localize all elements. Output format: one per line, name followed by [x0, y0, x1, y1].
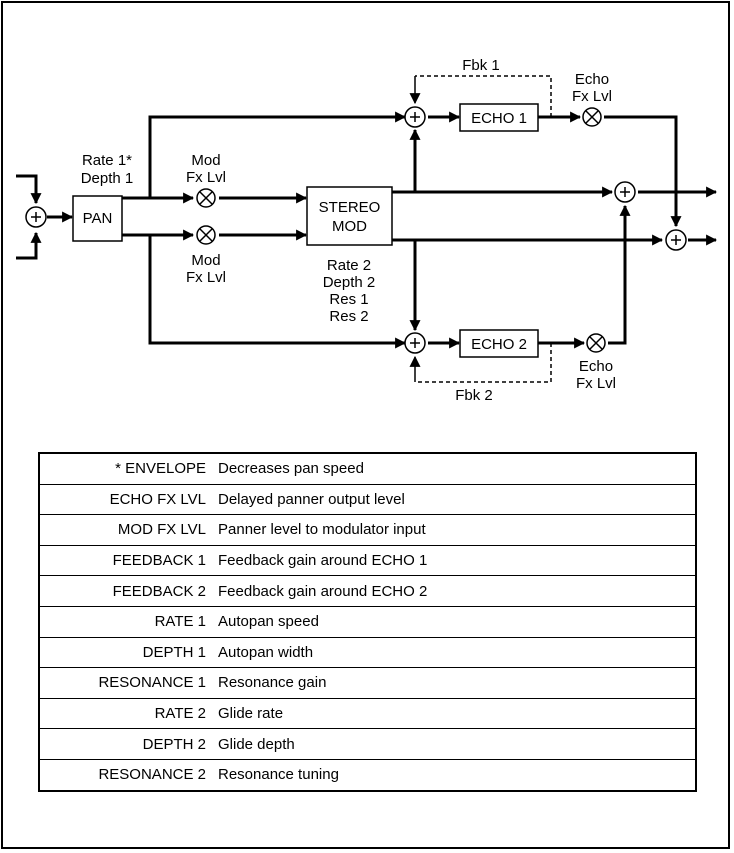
- mod-top-label-1: Mod: [191, 152, 220, 169]
- parameter-name: RESONANCE 2: [39, 758, 218, 791]
- pan-label: PAN: [83, 210, 113, 227]
- depth1-label: Depth 1: [81, 170, 134, 187]
- parameter-description: Resonance tuning: [218, 758, 696, 791]
- stereo-mod-label-1: STEREO: [319, 199, 381, 216]
- table-row: * ENVELOPE Decreases pan speed: [39, 453, 696, 484]
- echo-top-label-2: Fx Lvl: [572, 88, 612, 105]
- echo2-label: ECHO 2: [471, 336, 527, 353]
- parameter-name: DEPTH 1: [39, 636, 218, 668]
- parameter-name: MOD FX LVL: [39, 514, 218, 546]
- input-wire-top: [16, 174, 42, 205]
- pan-block: [72, 195, 123, 242]
- fbk2-label: Fbk 2: [455, 387, 493, 404]
- parameter-name: ECHO FX LVL: [39, 483, 218, 515]
- stereo-param-res2: Res 2: [329, 308, 368, 325]
- parameter-name: RATE 1: [39, 605, 218, 638]
- feedback-loop-2: [415, 343, 552, 383]
- wire-echo1-vca-to-out-summer2: [604, 115, 682, 228]
- mod-bottom-label-1: Mod: [191, 252, 220, 269]
- parameter-description: Feedback gain around ECHO 1: [218, 544, 696, 576]
- echo2-summer-icon: [404, 332, 426, 354]
- echo2-block: [459, 329, 539, 358]
- echo-top-label-1: Echo: [575, 71, 609, 88]
- parameter-description: Panner level to modulator input: [218, 514, 696, 546]
- wire-pan-to-echo1-summer: [148, 111, 407, 198]
- echo-bottom-label-1: Echo: [579, 358, 613, 375]
- parameter-description: Resonance gain: [218, 667, 696, 699]
- echo1-block: [459, 103, 539, 132]
- signal-flow-diagram: PAN STEREO MOD ECHO 1 ECHO 2 Rate 1* Dep…: [16, 57, 718, 404]
- parameter-description: Delayed panner output level: [218, 483, 696, 515]
- parameter-description: Autopan speed: [218, 605, 696, 638]
- stereo-param-rate2: Rate 2: [327, 257, 371, 274]
- mod-level-top-icon: [196, 188, 216, 208]
- parameter-description: Glide depth: [218, 728, 696, 760]
- parameter-description: Feedback gain around ECHO 2: [218, 575, 696, 607]
- stereo-mod-label-2: MOD: [332, 218, 367, 235]
- mod-level-bottom-icon: [196, 225, 216, 245]
- echo1-level-icon: [582, 107, 602, 127]
- parameter-description: Glide rate: [218, 697, 696, 729]
- parameter-description: Autopan width: [218, 636, 696, 668]
- parameter-name: FEEDBACK 2: [39, 575, 218, 607]
- fbk1-label: Fbk 1: [462, 57, 500, 74]
- parameter-name: FEEDBACK 1: [39, 544, 218, 576]
- echo-bottom-label-2: Fx Lvl: [576, 375, 616, 392]
- parameter-name: RATE 2: [39, 697, 218, 729]
- echo1-label: ECHO 1: [471, 110, 527, 127]
- output-summer-1-icon: [614, 181, 636, 203]
- stereo-param-depth2: Depth 2: [323, 274, 376, 291]
- stereo-param-res1: Res 1: [329, 291, 368, 308]
- mod-bottom-label-2: Fx Lvl: [186, 269, 226, 286]
- parameter-name: RESONANCE 1: [39, 667, 218, 699]
- echo1-summer-icon: [404, 106, 426, 128]
- parameter-name: * ENVELOPE: [115, 460, 206, 478]
- stereo-mod-block: [306, 186, 393, 246]
- output-summer-2-icon: [665, 229, 687, 251]
- mod-top-label-2: Fx Lvl: [186, 169, 226, 186]
- input-summer-icon: [25, 206, 47, 228]
- parameter-description: Decreases pan speed: [218, 460, 364, 478]
- parameter-name: DEPTH 2: [39, 728, 218, 760]
- wire-pan-to-echo2-summer: [148, 235, 407, 349]
- echo2-level-icon: [586, 333, 606, 353]
- input-wire-bottom: [16, 231, 42, 260]
- wire-echo2-vca-to-out-summer1: [608, 204, 631, 345]
- rate1-label: Rate 1*: [82, 152, 132, 169]
